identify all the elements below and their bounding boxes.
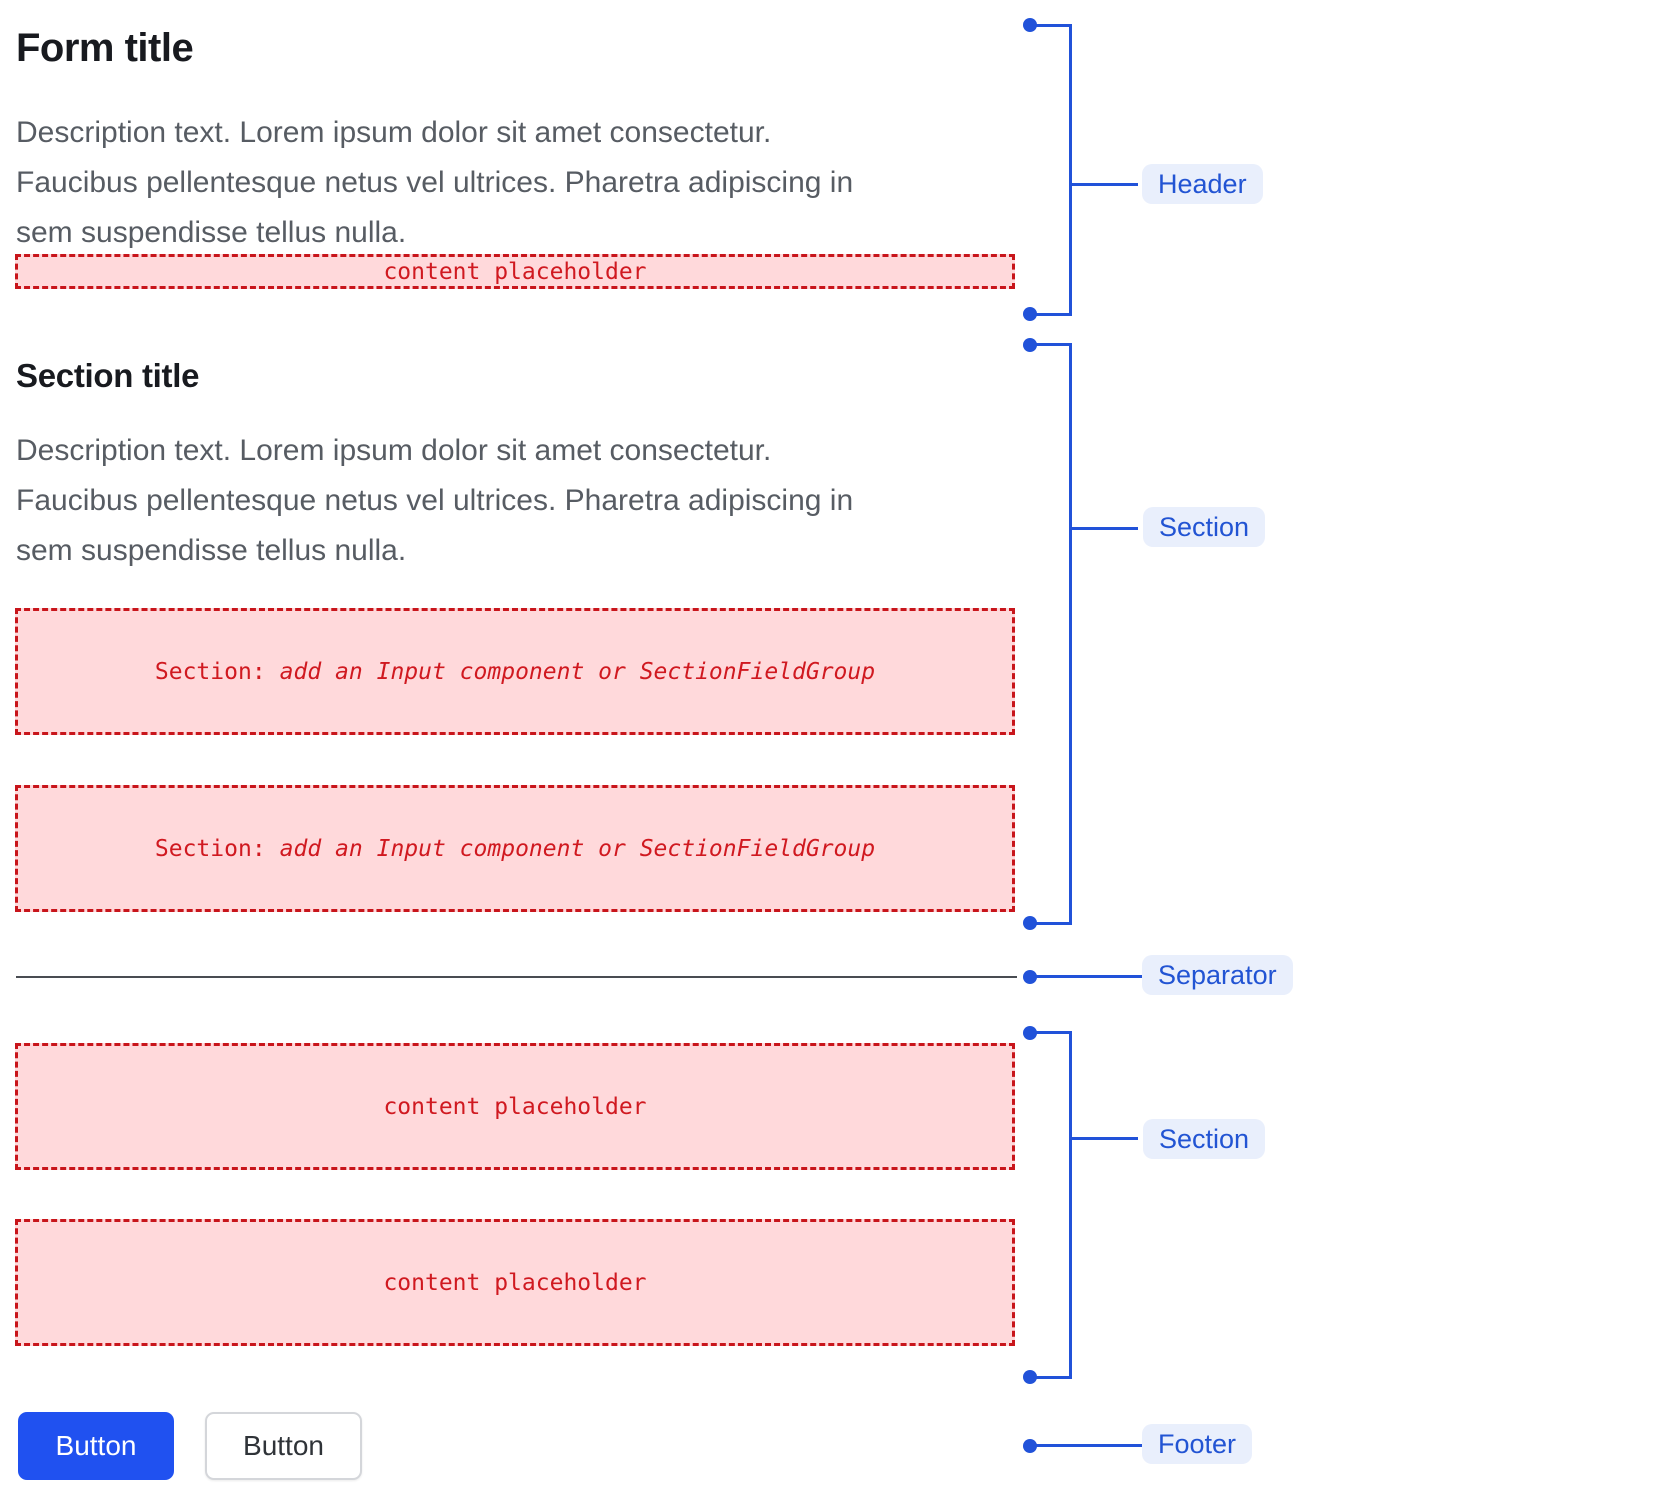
bracket-dot [1023,18,1037,32]
connector-dot [1023,1439,1037,1453]
bracket-dot [1023,307,1037,321]
separator-line [16,976,1017,978]
separator-label-pill: Separator [1142,955,1293,995]
section-description-line: Faucibus pellentesque netus vel ultrices… [16,484,854,517]
section-label-pill: Section [1143,507,1266,547]
bracket-dot [1023,916,1037,930]
placeholder-text: content placeholder [383,1093,647,1120]
header-content-placeholder: content placeholder [15,254,1015,289]
bracket-dot [1023,338,1037,352]
header-label-pill: Header [1142,164,1263,204]
label-connector-line [1072,527,1138,530]
section-title: Section title [16,357,200,394]
connector-dot [1023,970,1037,984]
placeholder-text: add an Input component or SectionFieldGr… [279,835,876,862]
bracket-line [1036,922,1072,925]
placeholder-text: add an Input component or SectionFieldGr… [279,658,876,685]
form-description-line: Faucibus pellentesque netus vel ultrices… [16,166,854,199]
label-connector-line [1036,975,1142,978]
section-input-placeholder-2: Section: add an Input component or Secti… [15,785,1015,912]
label-connector-line [1072,1137,1138,1140]
form-description: Description text. Lorem ipsum dolor sit … [16,108,996,258]
form-description-line: Description text. Lorem ipsum dolor sit … [16,116,772,149]
bracket-line [1069,24,1072,316]
bracket-line [1036,313,1072,316]
placeholder-prefix: Section: [154,658,266,685]
section-description: Description text. Lorem ipsum dolor sit … [16,426,996,576]
bracket-line [1036,1376,1072,1379]
bracket-line [1036,1031,1072,1034]
placeholder-text: content placeholder [383,258,647,285]
bracket-line [1036,343,1072,346]
form-title: Form title [16,26,194,70]
section-description-line: sem suspendisse tellus nulla. [16,534,407,567]
primary-button[interactable]: Button [18,1412,174,1480]
bracket-line [1069,343,1072,925]
section-content-placeholder-1: content placeholder [15,1043,1015,1170]
bracket-line [1036,24,1072,27]
bracket-dot [1023,1026,1037,1040]
label-connector-line [1036,1444,1142,1447]
placeholder-prefix: Section: [154,835,266,862]
section-description-line: Description text. Lorem ipsum dolor sit … [16,434,772,467]
label-connector-line [1072,183,1138,186]
section-content-placeholder-2: content placeholder [15,1219,1015,1346]
placeholder-text: content placeholder [383,1269,647,1296]
secondary-button[interactable]: Button [205,1412,362,1480]
section-label-pill: Section [1143,1119,1266,1159]
section-input-placeholder-1: Section: add an Input component or Secti… [15,608,1015,735]
form-description-line: sem suspendisse tellus nulla. [16,216,407,249]
bracket-line [1069,1031,1072,1379]
footer-label-pill: Footer [1142,1424,1253,1464]
bracket-dot [1023,1370,1037,1384]
